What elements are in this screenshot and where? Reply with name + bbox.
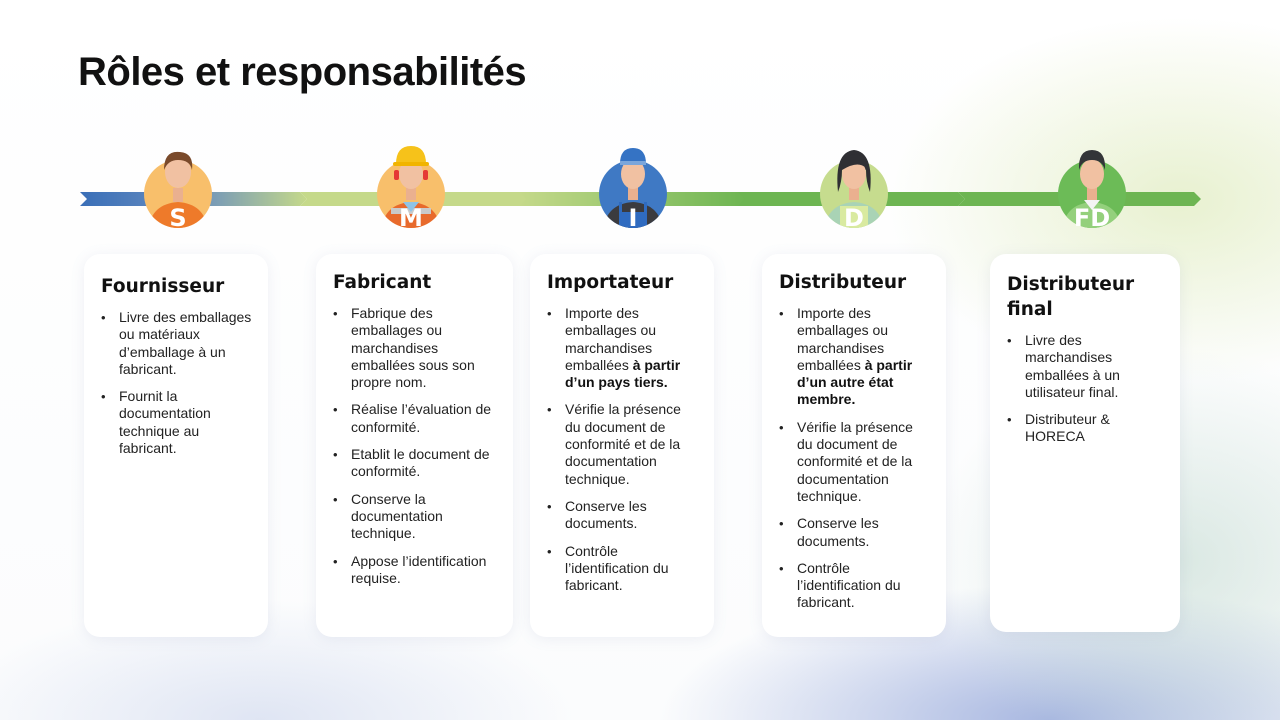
responsibility-item: Fabrique des emballages ou marchandises …	[333, 305, 497, 391]
responsibility-item: Etablit le document de conformité.	[333, 446, 497, 481]
responsibility-item: Réalise l’évaluation de conformité.	[333, 401, 497, 436]
avatar-supplier: S	[144, 142, 212, 232]
role-responsibilities: Livre des marchandises emballées à un ut…	[1007, 332, 1164, 446]
avatar-distributor: D	[820, 142, 888, 232]
slide-title: Rôles et responsabilités	[78, 50, 527, 94]
responsibility-item: Vérifie la présence du document de confo…	[547, 401, 698, 487]
responsibility-item: Conserve les documents.	[779, 515, 930, 550]
responsibility-item: Contrôle l’identification du fabricant.	[547, 543, 698, 595]
responsibility-item: Importe des emballages ou marchandises e…	[779, 305, 930, 409]
role-card-importateur: Importateur Importe des emballages ou ma…	[530, 254, 714, 637]
responsibility-item: Conserve les documents.	[547, 498, 698, 533]
role-card-distributeur-final: Distributeur final Livre des marchandise…	[990, 254, 1180, 632]
responsibility-item: Conserve la documentation technique.	[333, 491, 497, 543]
responsibility-item: Fournit la documentation technique au fa…	[101, 388, 252, 457]
role-title: Importateur	[547, 272, 674, 293]
responsibility-item: Vérifie la présence du document de confo…	[779, 419, 930, 505]
svg-text:D: D	[844, 204, 864, 232]
role-card-distributeur: Distributeur Importe des emballages ou m…	[762, 254, 946, 637]
responsibility-item: Appose l’identification requise.	[333, 553, 497, 588]
avatar-manufacturer: M	[377, 142, 445, 232]
responsibility-item: Distributeur & HORECA	[1007, 411, 1164, 446]
supplier-person-icon: S	[144, 151, 212, 232]
responsibility-item: Livre des marchandises emballées à un ut…	[1007, 332, 1164, 401]
svg-text:FD: FD	[1074, 204, 1110, 232]
svg-text:M: M	[399, 204, 423, 232]
svg-text:S: S	[169, 204, 186, 232]
final-distributor-man-icon: FD	[1058, 150, 1126, 232]
role-responsibilities: Importe des emballages ou marchandises e…	[779, 305, 930, 612]
avatar-final-distributor: FD	[1058, 142, 1126, 232]
role-title: Distributeur final	[1007, 274, 1135, 320]
responsibility-item: Contrôle l’identification du fabricant.	[779, 560, 930, 612]
distributor-woman-icon: D	[820, 150, 888, 232]
role-responsibilities: Fabrique des emballages ou marchandises …	[333, 305, 497, 587]
responsibility-item: Livre des emballages ou matériaux d’emba…	[101, 309, 252, 378]
manufacturer-worker-icon: M	[377, 146, 445, 232]
role-title: Fabricant	[333, 272, 432, 293]
role-title: Distributeur	[779, 272, 907, 293]
role-card-fournisseur: Fournisseur Livre des emballages ou maté…	[84, 254, 268, 637]
role-responsibilities: Importe des emballages ou marchandises e…	[547, 305, 698, 594]
role-responsibilities: Livre des emballages ou matériaux d’emba…	[101, 309, 252, 457]
svg-text:I: I	[629, 204, 638, 232]
avatar-importer: I	[599, 142, 667, 232]
importer-worker-icon: I	[599, 148, 667, 232]
role-title: Fournisseur	[101, 276, 225, 297]
responsibility-item: Importe des emballages ou marchandises e…	[547, 305, 698, 391]
role-card-fabricant: Fabricant Fabrique des emballages ou mar…	[316, 254, 513, 637]
